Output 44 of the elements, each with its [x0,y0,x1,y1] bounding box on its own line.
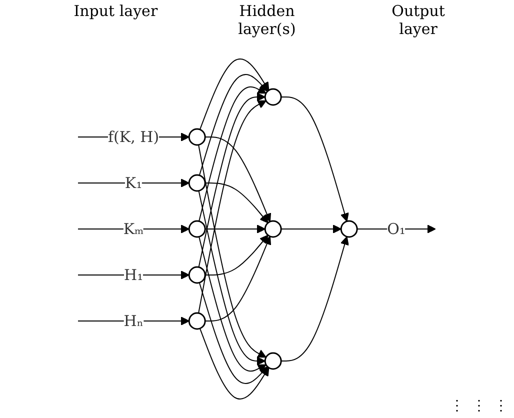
arrow [78,270,190,280]
arrow [198,92,266,268]
arrow [199,74,268,176]
node-circle [264,88,282,106]
ellipsis-mark: ⋮ [494,397,508,414]
arrow [198,100,267,314]
ellipsis-mark: ⋮ [472,397,486,414]
arrow [280,224,342,234]
layer-heading: Input layer [72,2,159,22]
arrow [198,144,267,358]
edge-label: f(K, H) [108,128,160,146]
arrow [204,136,272,222]
arrow [199,282,268,384]
edge-label: H₁ [124,266,144,284]
edge-label: Kₘ [124,220,144,238]
arrow [198,86,267,222]
arrow [200,328,270,400]
arrow [204,236,272,322]
node-circle [188,266,206,284]
edge-label: Hₙ [124,312,144,330]
arrow [356,224,436,234]
node-circle [264,352,282,370]
arrow [198,236,267,372]
edge-label: K₁ [125,174,142,192]
arrow [200,58,270,130]
node-circle [188,174,206,192]
arrow [280,236,350,362]
arrow [204,182,269,224]
ellipsis-mark: ⋮ [450,397,464,414]
arrow [280,96,350,222]
node-circle [188,128,206,146]
node-circle [340,220,358,238]
arrow [204,234,269,276]
node-circle [264,220,282,238]
layer-heading: Output layer [390,2,446,40]
arrow [78,224,190,234]
node-circle [188,220,206,238]
edge-label: O₁ [387,220,406,238]
arrow [198,190,266,366]
arrow [204,224,266,234]
layer-heading: Hidden layer(s) [237,2,297,40]
arrow [78,178,190,188]
arrow [78,316,190,326]
node-circle [188,312,206,330]
